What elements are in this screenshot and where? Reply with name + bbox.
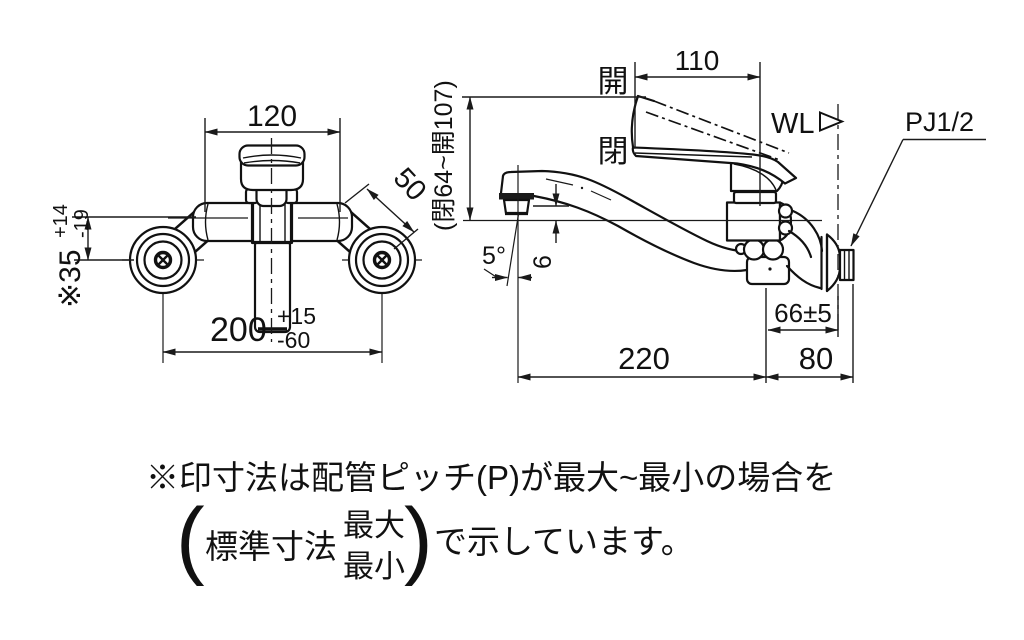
wall-line-label: WL [771, 108, 815, 140]
handle-open-label: 開 [598, 64, 629, 99]
dim-spout-tilt-value: 5° [482, 242, 506, 270]
dim-handle-length: 110 [634, 45, 761, 206]
wall-flange-left [122, 225, 204, 363]
dim-outlet-drop-value: 6 [529, 255, 557, 269]
pj-thread [838, 248, 855, 282]
dim-spout-tilt: 5° [482, 165, 532, 383]
lever-handle-front [238, 144, 306, 208]
dim-handle-length-value: 110 [675, 45, 720, 76]
spout-front [250, 194, 294, 334]
dim-pipe-pitch-tol-minus: -60 [277, 327, 310, 353]
dim-mount-height: ※35 +14 -19 [50, 204, 196, 308]
wall-connection [785, 209, 855, 293]
thread-callout-label: PJ1/2 [905, 107, 974, 137]
footnote-line2-suffix: で示しています。 [434, 523, 694, 560]
dim-spout-reach-and-depth: 220 80 [517, 284, 854, 383]
inlet-assembly [734, 238, 791, 286]
wall-line-triangle-icon [819, 111, 845, 132]
dim-wall-to-body: 66±5 [767, 296, 839, 337]
dim-handle-height-range: (閉64~開107) [430, 80, 646, 231]
aerator-ring-band [499, 193, 534, 200]
dim-leg-offset-value: 50 [387, 162, 432, 207]
wall-line: WL [771, 104, 845, 332]
dim-outlet-drop: 6 [529, 184, 569, 269]
dim-mount-height-tol-minus: -19 [71, 209, 93, 238]
handle-closed-label: 閉 [598, 134, 629, 169]
dim-wall-depth-value: 80 [799, 341, 833, 376]
footnote-standard-label: 標準寸法 [205, 528, 337, 565]
dim-handle-height-range-value: (閉64~開107) [430, 80, 458, 231]
side-view: WL PJ1/2 110 開 閉 (閉64~開107) [430, 45, 986, 383]
dim-pipe-pitch: 200 +15 -60 [162, 303, 383, 356]
wall-flange-right [342, 225, 422, 363]
footnote-min-label: 最小 [343, 549, 405, 584]
dim-mount-height-value: ※35 [54, 249, 87, 308]
dim-pipe-pitch-value: 200 [210, 311, 267, 349]
dim-spout-reach-value: 220 [618, 341, 670, 376]
dim-wall-to-body-value: 66±5 [774, 298, 832, 328]
dim-handle-width: 120 [204, 100, 341, 212]
spout-side [499, 169, 754, 272]
footnote-line1: ※印寸法は配管ピッチ(P)が最大~最小の場合を [146, 459, 836, 496]
lever-handle-closed [631, 146, 798, 185]
footnote-paren-open: ( [176, 491, 205, 587]
thread-callout: PJ1/2 [850, 107, 986, 247]
dim-mount-height-tol-plus: +14 [50, 204, 72, 238]
footnote-max-label: 最大 [343, 508, 405, 543]
footnote: ※印寸法は配管ピッチ(P)が最大~最小の場合を ( 標準寸法 最大 最小 ) で… [146, 459, 836, 587]
front-view: 120 ※35 +14 -19 50 200 +15 [50, 100, 432, 363]
footnote-paren-close: ) [404, 491, 433, 587]
dim-pipe-pitch-tol-plus: +15 [277, 303, 316, 329]
dim-handle-width-value: 120 [247, 100, 297, 133]
